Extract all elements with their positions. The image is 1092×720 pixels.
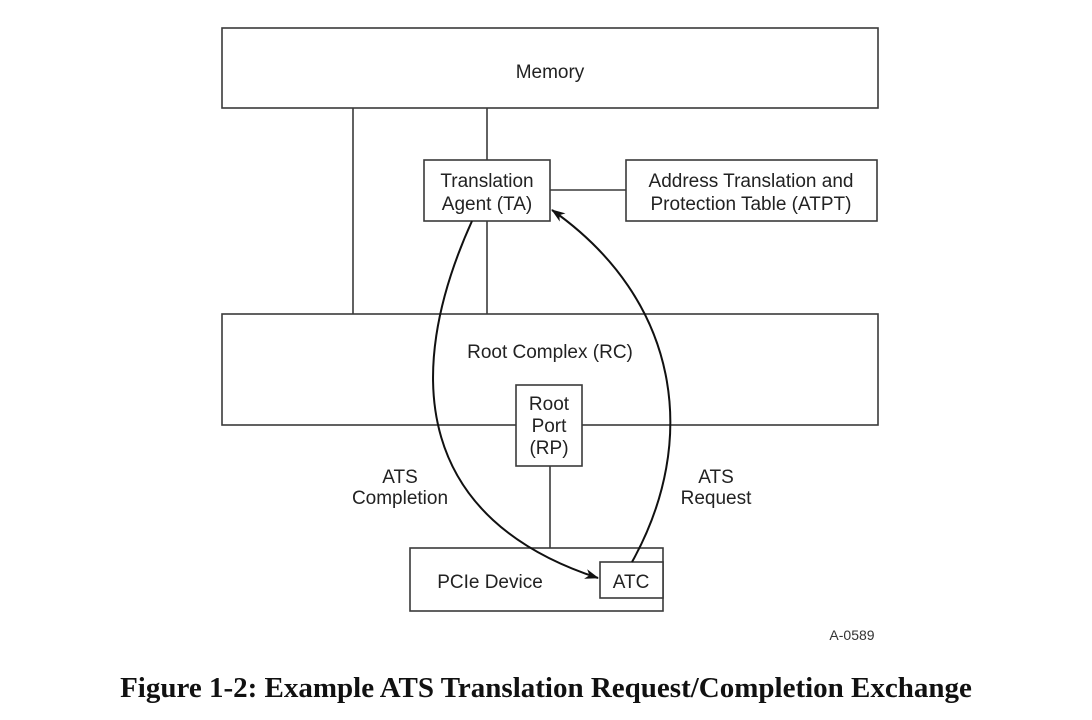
ta-label-line2: Agent (TA) (442, 194, 532, 215)
ats-request-label-line1: ATS (698, 467, 734, 488)
figure-caption: Figure 1-2: Example ATS Translation Requ… (120, 672, 972, 704)
figure-id: A-0589 (829, 627, 874, 643)
rp-label-line1: Root (529, 394, 570, 415)
ta-label-line1: Translation (440, 171, 533, 192)
ats-completion-label-line2: Completion (352, 488, 448, 509)
pcie-device-label: PCIe Device (437, 572, 543, 593)
translation-agent-box: Translation Agent (TA) (423, 159, 551, 222)
ats-request-arrow (551, 209, 672, 563)
atpt-label-line1: Address Translation and (649, 171, 854, 192)
ats-completion-arrow (432, 220, 599, 579)
memory-label: Memory (516, 62, 585, 83)
atpt-label-line2: Protection Table (ATPT) (651, 194, 852, 215)
ats-request-label-line2: Request (681, 488, 752, 509)
root-complex-label: Root Complex (RC) (467, 342, 633, 363)
atc-label: ATC (613, 572, 650, 593)
rp-label-line3: (RP) (529, 438, 568, 459)
atc-box: ATC (599, 561, 664, 599)
root-port-box: Root Port (RP) (515, 384, 583, 467)
rp-label-line2: Port (532, 416, 568, 437)
atpt-box: Address Translation and Protection Table… (625, 159, 878, 222)
memory-box: Memory (221, 27, 879, 109)
ats-completion-label-line1: ATS (382, 467, 418, 488)
